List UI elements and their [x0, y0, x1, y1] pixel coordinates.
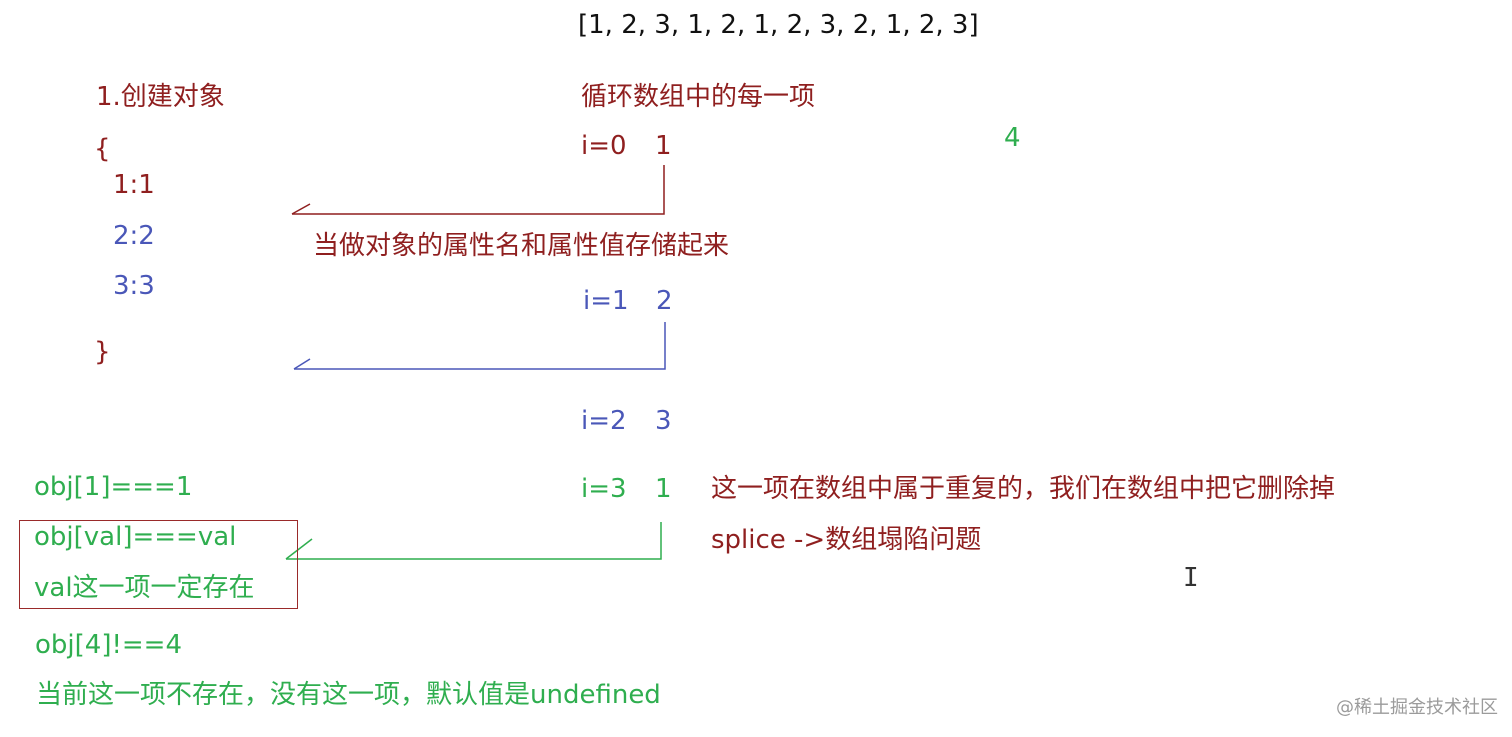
iteration-0-label: i=0: [581, 131, 627, 161]
check-obj-val: obj[val]===val: [34, 522, 237, 552]
object-entry-3: 3:3: [113, 271, 155, 301]
not-exist-note: 当前这一项不存在，没有这一项，默认值是undefined: [36, 680, 661, 710]
object-entry-2: 2:2: [113, 221, 155, 251]
step-title: 1.创建对象: [96, 82, 225, 112]
loop-title: 循环数组中的每一项: [581, 82, 816, 112]
iteration-1-label: i=1: [583, 286, 629, 316]
store-note: 当做对象的属性名和属性值存储起来: [313, 231, 730, 261]
iteration-3-value: 1: [655, 474, 672, 504]
watermark: @稀土掘金技术社区: [1336, 697, 1498, 718]
text-cursor-icon: I: [1183, 563, 1199, 593]
iteration-2-value: 3: [655, 406, 672, 436]
check-obj-1: obj[1]===1: [34, 472, 193, 502]
highlight-box: [19, 520, 298, 609]
iteration-2-label: i=2: [581, 406, 627, 436]
close-brace: }: [94, 337, 111, 367]
duplicate-note: 这一项在数组中属于重复的，我们在数组中把它删除掉: [711, 474, 1336, 504]
arrow-i0-to-entry: [291, 165, 665, 215]
array-text: [1, 2, 3, 1, 2, 1, 2, 3, 2, 1, 2, 3]: [578, 10, 979, 40]
object-entry-1: 1:1: [113, 170, 155, 200]
iteration-0-value: 1: [655, 131, 672, 161]
arrow-i3-to-check: [285, 522, 662, 560]
val-exists-note: val这一项一定存在: [34, 573, 255, 603]
arrow-i1-to-entry: [293, 322, 666, 370]
iteration-3-label: i=3: [581, 474, 627, 504]
splice-note: splice ->数组塌陷问题: [711, 525, 982, 555]
green-number: 4: [1004, 123, 1021, 153]
iteration-1-value: 2: [656, 286, 673, 316]
open-brace: {: [94, 134, 111, 164]
check-obj-4: obj[4]!==4: [35, 630, 182, 660]
